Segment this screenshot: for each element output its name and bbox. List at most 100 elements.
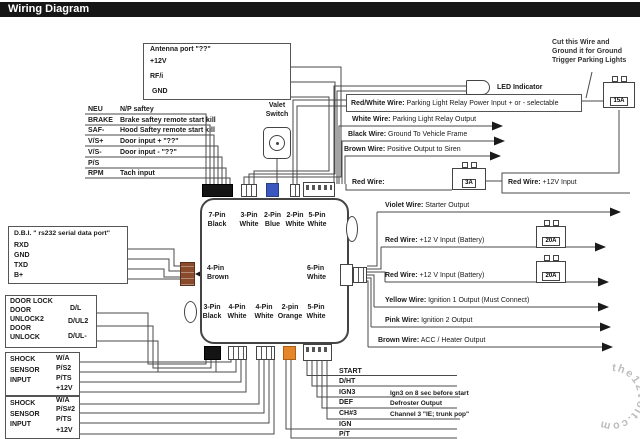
fuse-20a-1: 20A	[532, 220, 570, 248]
connector-4pin-white-1	[228, 346, 247, 360]
shock-pin: P/S#2	[56, 406, 76, 413]
valet-switch-label: Valet Switch	[265, 102, 289, 118]
connector-pins	[306, 347, 329, 352]
input-term: BRAKE	[88, 117, 113, 124]
fuse-tab	[611, 76, 618, 82]
connector-2pin-white-top	[290, 184, 300, 197]
input-term: SAF-	[88, 127, 105, 134]
table-code: IGN	[339, 421, 352, 428]
dbi-pin: GND	[14, 252, 30, 259]
fuse-tab	[470, 162, 477, 168]
input-term: V/S-	[88, 149, 102, 156]
dbi-box	[8, 226, 128, 284]
shock-pin: +12V	[56, 427, 73, 434]
watermark-text: the12volt.com	[598, 362, 640, 432]
shock-sensor-box-1	[5, 352, 80, 396]
wire-label-violet: Violet Wire: Starter Output	[385, 202, 470, 209]
led-indicator-label: LED Indicator	[497, 84, 543, 91]
wire-label-red-right: Red Wire: +12V Input	[508, 179, 577, 186]
fuse-tab	[543, 255, 550, 261]
cut-wire-note: Cut this Wire and Ground it for Ground T…	[552, 39, 627, 64]
shock-pin: W/A	[56, 355, 70, 362]
connector-6pin-white-plug	[353, 267, 367, 283]
input-desc: Door input + "??"	[120, 138, 179, 145]
dbi-title: D.B.I. " rs232 serial data port"	[14, 230, 110, 237]
fuse-20a-2: 20A	[532, 255, 570, 283]
shock-box-label: SHOCK SENSOR INPUT	[10, 400, 40, 428]
connector-3pin-black-bottom	[204, 346, 221, 360]
shock-pin: P/TS	[56, 375, 72, 382]
wire-label-red-left: Red Wire:	[352, 179, 385, 186]
wire-label-pink: Pink Wire: Ignition 2 Output	[385, 317, 473, 324]
table-desc: Ign3 on 8 sec before start	[390, 390, 469, 397]
mounting-hole-right	[346, 216, 358, 242]
connector-5pin-white-top	[303, 182, 335, 197]
shock-pin: +12V	[56, 385, 73, 392]
connector-7pin-black	[202, 184, 233, 197]
input-desc: Hood Saftey remote start kill	[120, 127, 215, 134]
table-code: DEF	[339, 399, 353, 406]
input-desc: Tach input	[120, 170, 155, 177]
wire-label-redwhite: Red/White Wire: Parking Light Relay Powe…	[351, 100, 559, 107]
connector-4pin-white-2	[256, 346, 275, 360]
wire-label-black: Black Wire: Ground To Vehicle Frame	[348, 131, 468, 138]
antenna-pin: GND	[152, 88, 168, 95]
shock-sensor-box-2	[5, 396, 80, 439]
shock-pin: P/S2	[56, 365, 72, 372]
wire-label-red-battery-2: Red Wire: +12 V Input (Battery)	[385, 272, 485, 279]
antenna-title: Antenna port "??"	[150, 46, 211, 53]
dbi-pin: TXD	[14, 262, 28, 269]
connector-2pin-blue	[266, 183, 279, 197]
fuse-tab	[552, 220, 559, 226]
table-code: D/HT	[339, 378, 356, 385]
input-term: RPM	[88, 170, 104, 177]
antenna-pin: +12V	[150, 58, 167, 65]
wire-label-yellow: Yellow Wire: Ignition 1 Output (Must Con…	[385, 297, 530, 304]
wire-label-red-battery-1: Red Wire: +12 V Input (Battery)	[385, 237, 485, 244]
table-code: CH#3	[339, 410, 357, 417]
dbi-pin: RXD	[14, 242, 29, 249]
table-code: IGN3	[339, 389, 356, 396]
fuse-amp-label: 3A	[462, 179, 476, 188]
fuse-tab	[552, 255, 559, 261]
fuse-tab	[461, 162, 468, 168]
connector-5pin-white-bottom	[303, 344, 332, 361]
door-row-name: DOOR UNLOCK2	[10, 307, 44, 323]
page-title: Wiring Diagram	[8, 3, 90, 15]
wire-label-white: White Wire: Parking Light Relay Output	[352, 116, 477, 123]
fuse-15a: 15A	[598, 76, 640, 108]
connector-4pin-brown	[180, 262, 195, 286]
table-desc: Defroster Output	[390, 400, 442, 407]
wire-label-brown-siren: Brown Wire: Positive Output to Siren	[344, 146, 461, 153]
led-indicator-icon	[466, 80, 490, 95]
input-term: NEU	[88, 106, 103, 113]
svg-text:the12volt.com: the12volt.com	[598, 362, 640, 432]
input-desc: Door input - "??"	[120, 149, 177, 156]
input-desc: Brake saftey remote start kill	[120, 117, 216, 124]
connector-pins	[306, 185, 332, 190]
input-desc: N/P saftey	[120, 106, 154, 113]
antenna-pin: RF/i	[150, 73, 164, 80]
fuse-amp-label: 20A	[542, 272, 560, 281]
fuse-amp-label: 20A	[542, 237, 560, 246]
table-code: START	[339, 368, 362, 375]
wire-label-brown-acc: Brown Wire: ACC / Heater Output	[378, 337, 486, 344]
door-row-name: DOOR LOCK	[10, 298, 53, 305]
input-term: P/S	[88, 160, 100, 167]
shock-pin: W/A	[56, 397, 70, 404]
connector-3pin-white-top	[241, 184, 257, 197]
fuse-tab	[543, 220, 550, 226]
door-row-code: D/L	[70, 305, 82, 312]
table-code: P/T	[339, 431, 350, 438]
